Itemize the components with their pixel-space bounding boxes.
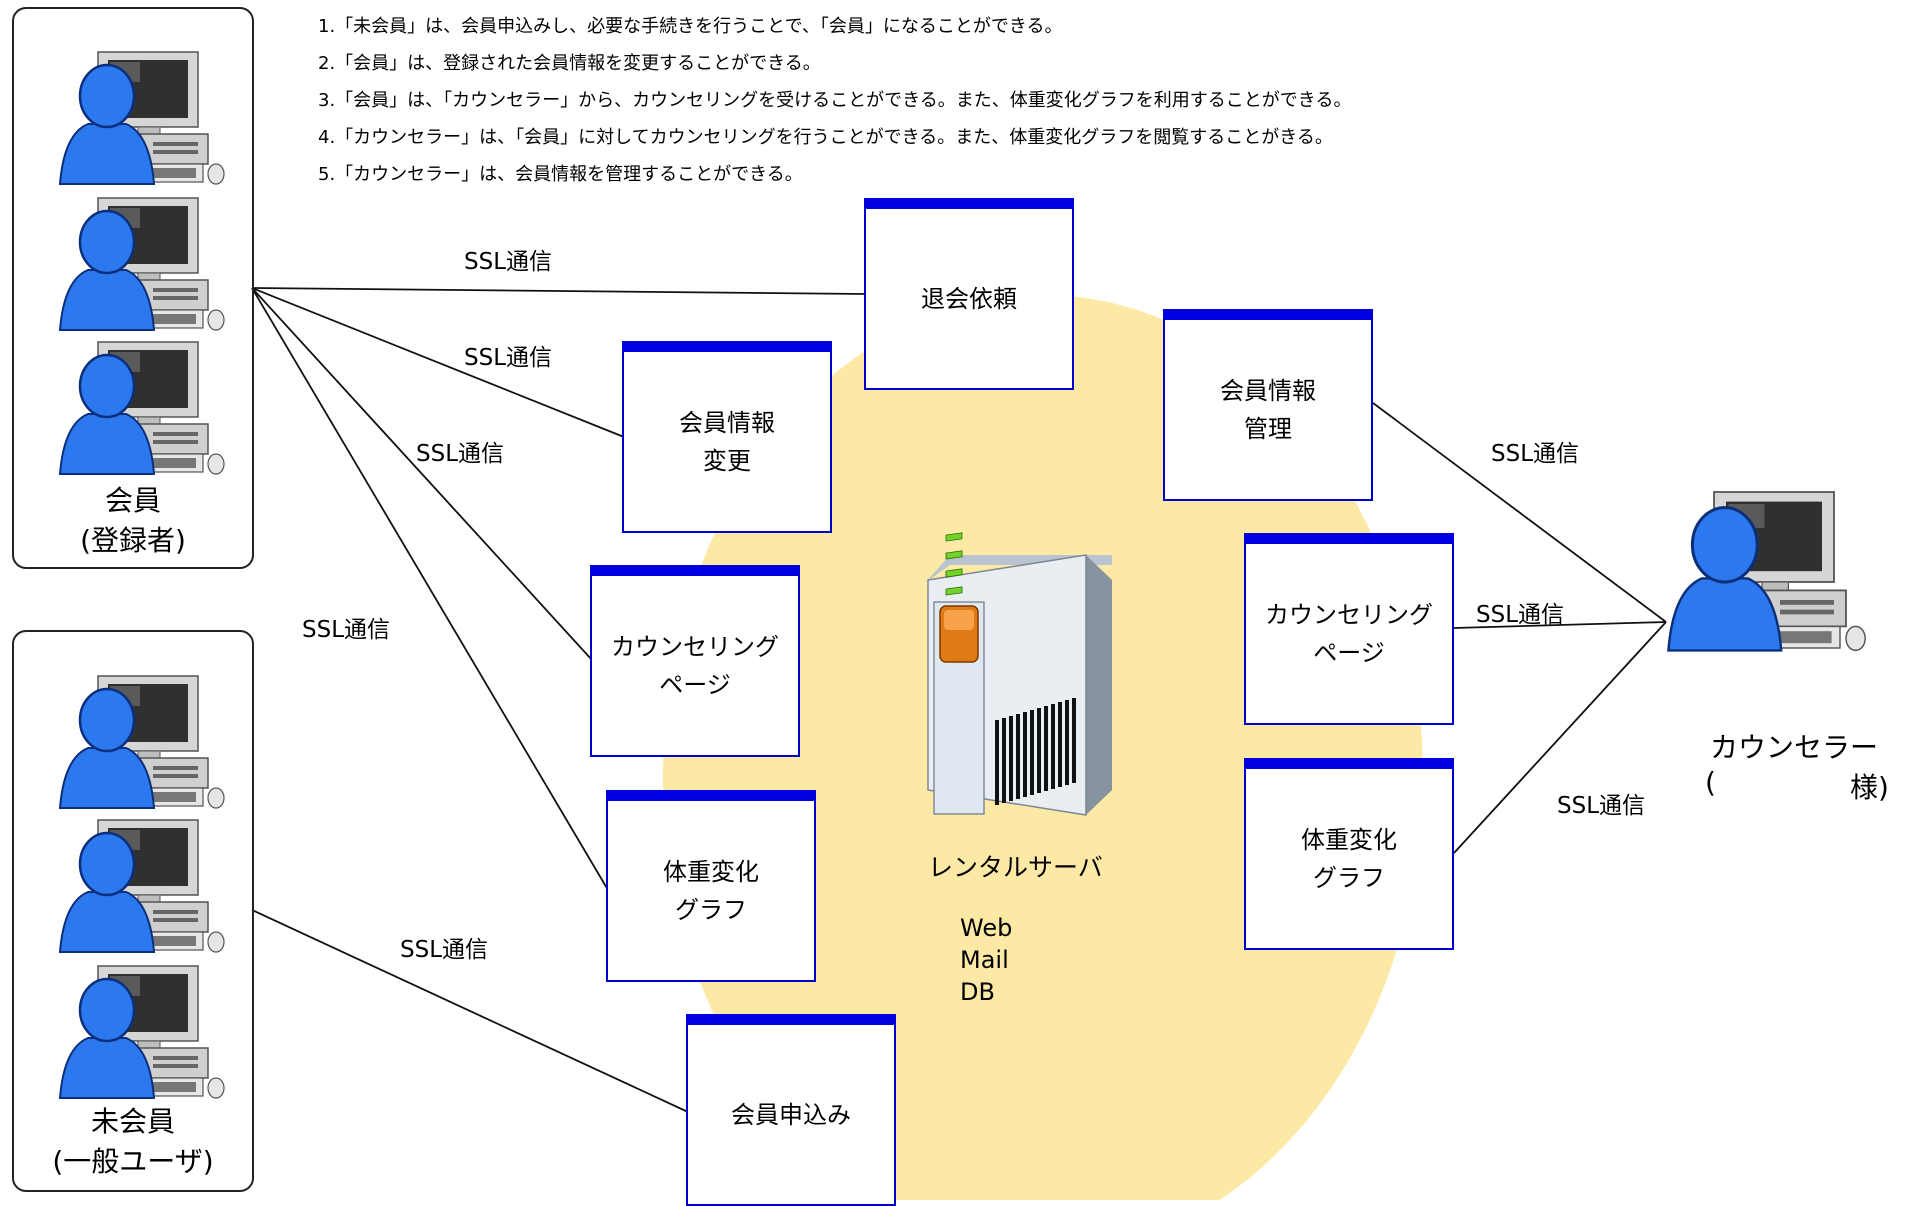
- member-label: 会員: [104, 484, 161, 517]
- screen-label: カウンセリング: [1265, 600, 1433, 629]
- ssl-label: SSL通信: [1557, 793, 1646, 819]
- screen-label: 変更: [703, 446, 751, 475]
- member-group-label: 会員 (登録者): [13, 481, 253, 561]
- service-db: DB: [960, 978, 995, 1006]
- screen-member-application[interactable]: 会員申込み: [686, 1014, 896, 1206]
- non-member-group: 未会員 (一般ユーザ): [12, 630, 254, 1192]
- ssl-label: SSL通信: [464, 249, 553, 275]
- screen-counseling-page-member[interactable]: カウンセリング ページ: [590, 565, 800, 757]
- screen-withdraw-request[interactable]: 退会依頼: [864, 198, 1074, 390]
- connection-lines: [251, 287, 1667, 1113]
- screen-label: 管理: [1244, 414, 1292, 443]
- server-tower-icon: [926, 532, 1112, 816]
- service-mail: Mail: [960, 946, 1009, 974]
- note-4: 4.「カウンセラー」は、「会員」に対してカウンセリングを行うことができる。また、…: [318, 127, 1333, 148]
- screen-label: カウンセリング: [611, 632, 779, 661]
- screen-label: 体重変化: [1301, 825, 1397, 854]
- screen-label: グラフ: [1313, 863, 1385, 892]
- counselor-paren-open: (: [1705, 766, 1716, 799]
- screen-label: 退会依頼: [921, 284, 1017, 313]
- non-member-label: 未会員: [90, 1105, 175, 1138]
- screen-label: ページ: [659, 670, 731, 699]
- screen-counseling-page-counselor[interactable]: カウンセリング ページ: [1244, 533, 1454, 725]
- ssl-label: SSL通信: [1476, 602, 1565, 628]
- ssl-label: SSL通信: [1491, 441, 1580, 467]
- counselor-label: カウンセラー: [1710, 731, 1879, 764]
- member-sublabel: (登録者): [80, 524, 186, 557]
- counselor-computer-user-icon: [1666, 490, 1867, 652]
- note-5: 5.「カウンセラー」は、会員情報を管理することができる。: [318, 164, 803, 185]
- ssl-label: SSL通信: [400, 937, 489, 963]
- ssl-label: SSL通信: [302, 617, 391, 643]
- screen-label: 会員情報: [1220, 376, 1316, 405]
- note-2: 2.「会員」は、登録された会員情報を変更することができる。: [318, 53, 821, 74]
- screen-weight-graph-counselor[interactable]: 体重変化 グラフ: [1244, 758, 1454, 950]
- non-member-sublabel: (一般ユーザ): [52, 1145, 214, 1178]
- counselor-honorific: 様): [1850, 771, 1889, 804]
- screen-label: グラフ: [675, 895, 747, 924]
- screen-label: ページ: [1313, 638, 1385, 667]
- service-web: Web: [960, 914, 1013, 942]
- screen-label: 体重変化: [663, 857, 759, 886]
- screen-label: 会員情報: [679, 408, 775, 437]
- screen-weight-graph-member[interactable]: 体重変化 グラフ: [606, 790, 816, 982]
- note-3: 3.「会員」は、「カウンセラー」から、カウンセリングを受けることができる。また、…: [318, 90, 1352, 111]
- member-group: 会員 (登録者): [12, 7, 254, 569]
- server-caption: レンタルサーバ: [928, 853, 1103, 882]
- ssl-label: SSL通信: [416, 441, 505, 467]
- screen-member-info-management[interactable]: 会員情報 管理: [1163, 309, 1373, 501]
- screen-member-info-change[interactable]: 会員情報 変更: [622, 341, 832, 533]
- non-member-group-label: 未会員 (一般ユーザ): [13, 1102, 253, 1182]
- screen-label: 会員申込み: [731, 1100, 851, 1129]
- ssl-label: SSL通信: [464, 345, 553, 371]
- note-1: 1.「未会員」は、会員申込みし、必要な手続きを行うことで、「会員」になることがで…: [318, 16, 1063, 37]
